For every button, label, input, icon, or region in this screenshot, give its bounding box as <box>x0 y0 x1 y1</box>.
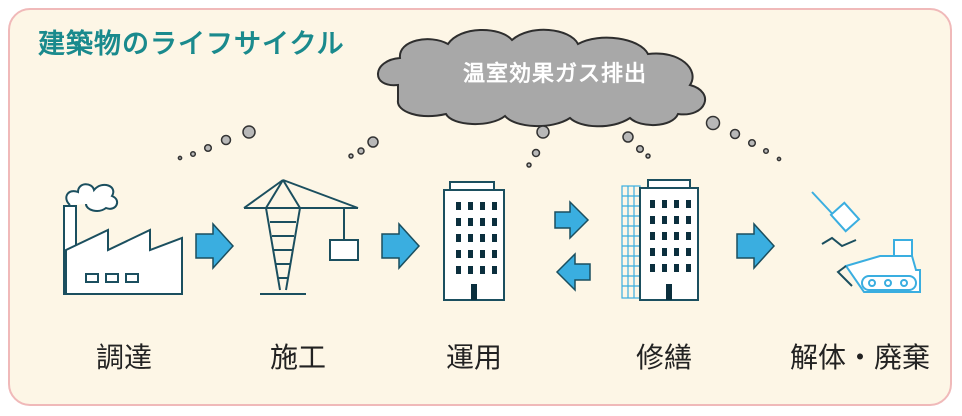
scaffold-building-icon <box>621 179 699 301</box>
arrow-operate-to-repair <box>554 200 590 240</box>
crane-icon <box>243 179 359 295</box>
demolition-icon <box>811 191 921 293</box>
arrow-build-to-operate <box>381 222 421 270</box>
ghg-emission-label: 温室効果ガス排出 <box>462 62 647 87</box>
arrow-repair-to-demolish <box>736 222 776 270</box>
arrow-procure-to-build <box>195 222 235 270</box>
stage-label-procurement: 調達 <box>95 341 152 374</box>
factory-icon <box>63 183 183 295</box>
stage-label-repair: 修繕 <box>635 341 692 374</box>
emission-bubbles <box>177 115 782 168</box>
stage-label-demolition: 解体・廃棄 <box>789 341 930 374</box>
building-icon <box>443 181 505 301</box>
stage-label-operation: 運用 <box>445 341 502 374</box>
ghg-cloud-icon <box>377 28 707 128</box>
diagram-title: 建築物のライフサイクル <box>38 29 345 60</box>
flow-arrows <box>195 200 776 292</box>
stage-label-construction: 施工 <box>269 341 326 374</box>
arrow-repair-to-operate <box>555 252 591 292</box>
